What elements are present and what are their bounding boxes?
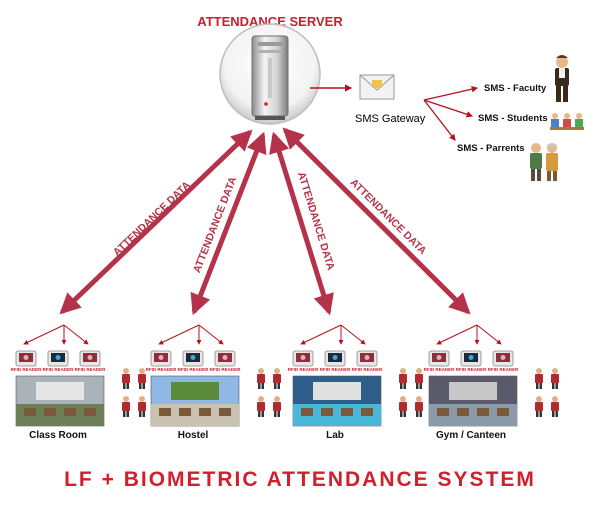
sms-fanout-arrows <box>423 86 479 141</box>
rfid-reader-icon <box>292 350 314 367</box>
rfid-reader-label: RFID READER <box>352 367 384 372</box>
reader-fan-arrows <box>158 324 224 345</box>
sms-faculty-label: SMS - Faculty <box>484 83 547 94</box>
rfid-reader-label: RFID READER <box>288 367 320 372</box>
location-label: Hostel <box>178 430 209 441</box>
people-icon <box>257 368 281 417</box>
link-gym <box>282 127 471 315</box>
rfid-reader-label: RFID READER <box>11 367 43 372</box>
rfid-reader-icon <box>15 350 37 367</box>
reader-fan-arrows <box>300 324 366 345</box>
rfid-reader-icon <box>324 350 346 367</box>
rfid-reader-label: RFID READER <box>146 367 178 372</box>
laboratory-photo <box>292 375 382 427</box>
people-icon <box>399 368 423 417</box>
rfid-reader-icon <box>182 350 204 367</box>
rfid-reader-icon <box>428 350 450 367</box>
rfid-reader-icon <box>47 350 69 367</box>
location-label: Class Room <box>29 430 87 441</box>
link-label-classroom: ATTENDANCE DATA <box>111 179 193 259</box>
reader-fan-arrows <box>23 324 89 345</box>
envelope-icon <box>359 74 395 100</box>
rfid-reader-label: RFID READER <box>210 367 242 372</box>
footer-title: LF + BIOMETRIC ATTENDANCE SYSTEM <box>64 468 536 491</box>
sms-students-label: SMS - Students <box>478 113 548 124</box>
hostel-building-photo <box>150 375 240 427</box>
rfid-reader-icon <box>79 350 101 367</box>
location-label: Lab <box>326 430 344 441</box>
rfid-reader-label: RFID READER <box>43 367 75 372</box>
rfid-reader-label: RFID READER <box>320 367 352 372</box>
reader-fan-arrows <box>436 324 502 345</box>
rfid-reader-icon <box>150 350 172 367</box>
students-icon <box>550 113 584 130</box>
gym-canteen-photo <box>428 375 518 427</box>
people-icon <box>535 368 559 417</box>
parents-icon <box>530 143 558 181</box>
rfid-reader-label: RFID READER <box>75 367 107 372</box>
link-hostel <box>190 131 267 316</box>
rfid-reader-label: RFID READER <box>178 367 210 372</box>
rfid-reader-label: RFID READER <box>424 367 456 372</box>
rfid-reader-icon <box>460 350 482 367</box>
location-label: Gym / Canteen <box>436 430 506 441</box>
rfid-reader-icon <box>492 350 514 367</box>
classroom-photo <box>15 375 105 427</box>
rfid-reader-label: RFID READER <box>488 367 520 372</box>
sms-parents-label: SMS - Parrents <box>457 143 525 154</box>
link-label-gym: ATTENDANCE DATA <box>348 177 429 258</box>
rfid-reader-label: RFID READER <box>456 367 488 372</box>
rfid-reader-icon <box>214 350 236 367</box>
rfid-reader-icon <box>356 350 378 367</box>
server-tower-icon <box>219 23 321 125</box>
teacher-icon <box>555 55 569 102</box>
server-title: ATTENDANCE SERVER <box>197 14 343 29</box>
sms-gateway-label: SMS Gateway <box>355 113 426 125</box>
people-icon <box>122 368 146 417</box>
attendance-data-links <box>59 127 471 316</box>
